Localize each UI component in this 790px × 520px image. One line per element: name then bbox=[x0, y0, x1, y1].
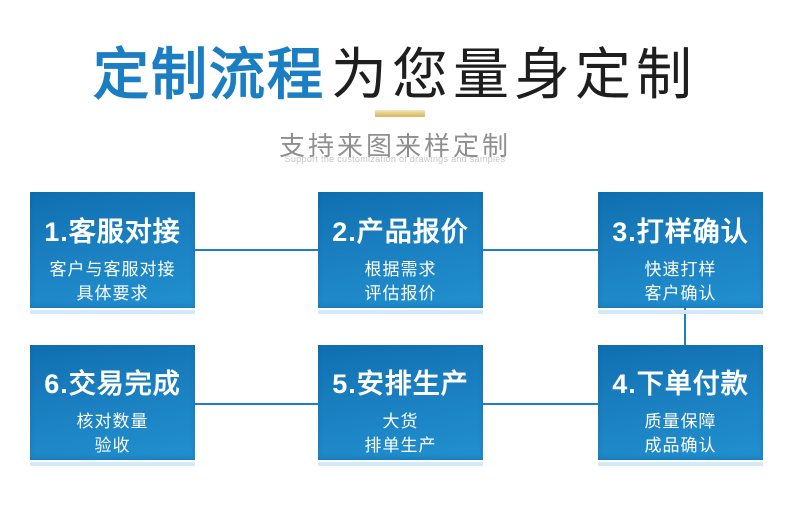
step-box-3: 3.打样确认 快速打样 客户确认 bbox=[598, 192, 763, 314]
connector-step5-step6 bbox=[195, 403, 318, 405]
step-description-line: 客户确认 bbox=[644, 284, 717, 303]
connector-step2-step3 bbox=[483, 249, 598, 251]
step-box-1: 1.客服对接 客户与客服对接 具体要求 bbox=[30, 192, 195, 314]
step-box-4: 4.下单付款 质量保障 成品确认 bbox=[598, 345, 763, 466]
step-box-2: 2.产品报价 根据需求 评估报价 bbox=[318, 192, 483, 314]
subtitle: 支持来图来样定制 bbox=[278, 131, 511, 161]
connector-step4-step5 bbox=[483, 403, 598, 405]
subtitle-english: Support the customization of drawings an… bbox=[284, 154, 506, 164]
step-description-line: 客户与客服对接 bbox=[49, 260, 176, 279]
page-title-highlight: 定制流程 bbox=[93, 43, 325, 106]
step-description-line: 具体要求 bbox=[76, 284, 149, 303]
step-title: 6.交易完成 bbox=[44, 369, 181, 399]
step-description-line: 核对数量 bbox=[76, 412, 149, 431]
step-title: 5.安排生产 bbox=[332, 369, 469, 399]
gold-accent-bar bbox=[375, 110, 425, 117]
step-title: 4.下单付款 bbox=[612, 369, 749, 399]
page-title: 定制流程 为您量身定制 bbox=[0, 30, 790, 111]
step-box-6: 6.交易完成 核对数量 验收 bbox=[30, 345, 195, 466]
step-description-line: 成品确认 bbox=[644, 436, 717, 455]
page-title-rest: 为您量身定制 bbox=[331, 43, 697, 106]
step-box-5: 5.安排生产 大货 排单生产 bbox=[318, 345, 483, 466]
step-title: 2.产品报价 bbox=[332, 217, 469, 247]
step-description-line: 快速打样 bbox=[644, 260, 717, 279]
step-title: 1.客服对接 bbox=[44, 217, 181, 247]
connector-step3-step4 bbox=[684, 308, 686, 345]
step-description-line: 质量保障 bbox=[644, 412, 717, 431]
step-description-line: 排单生产 bbox=[364, 436, 437, 455]
connector-step1-step2 bbox=[195, 249, 318, 251]
step-description-line: 验收 bbox=[94, 436, 131, 455]
step-description-line: 根据需求 bbox=[364, 260, 437, 279]
step-description-line: 评估报价 bbox=[364, 284, 437, 303]
step-description-line: 大货 bbox=[382, 412, 419, 431]
step-title: 3.打样确认 bbox=[612, 217, 749, 247]
